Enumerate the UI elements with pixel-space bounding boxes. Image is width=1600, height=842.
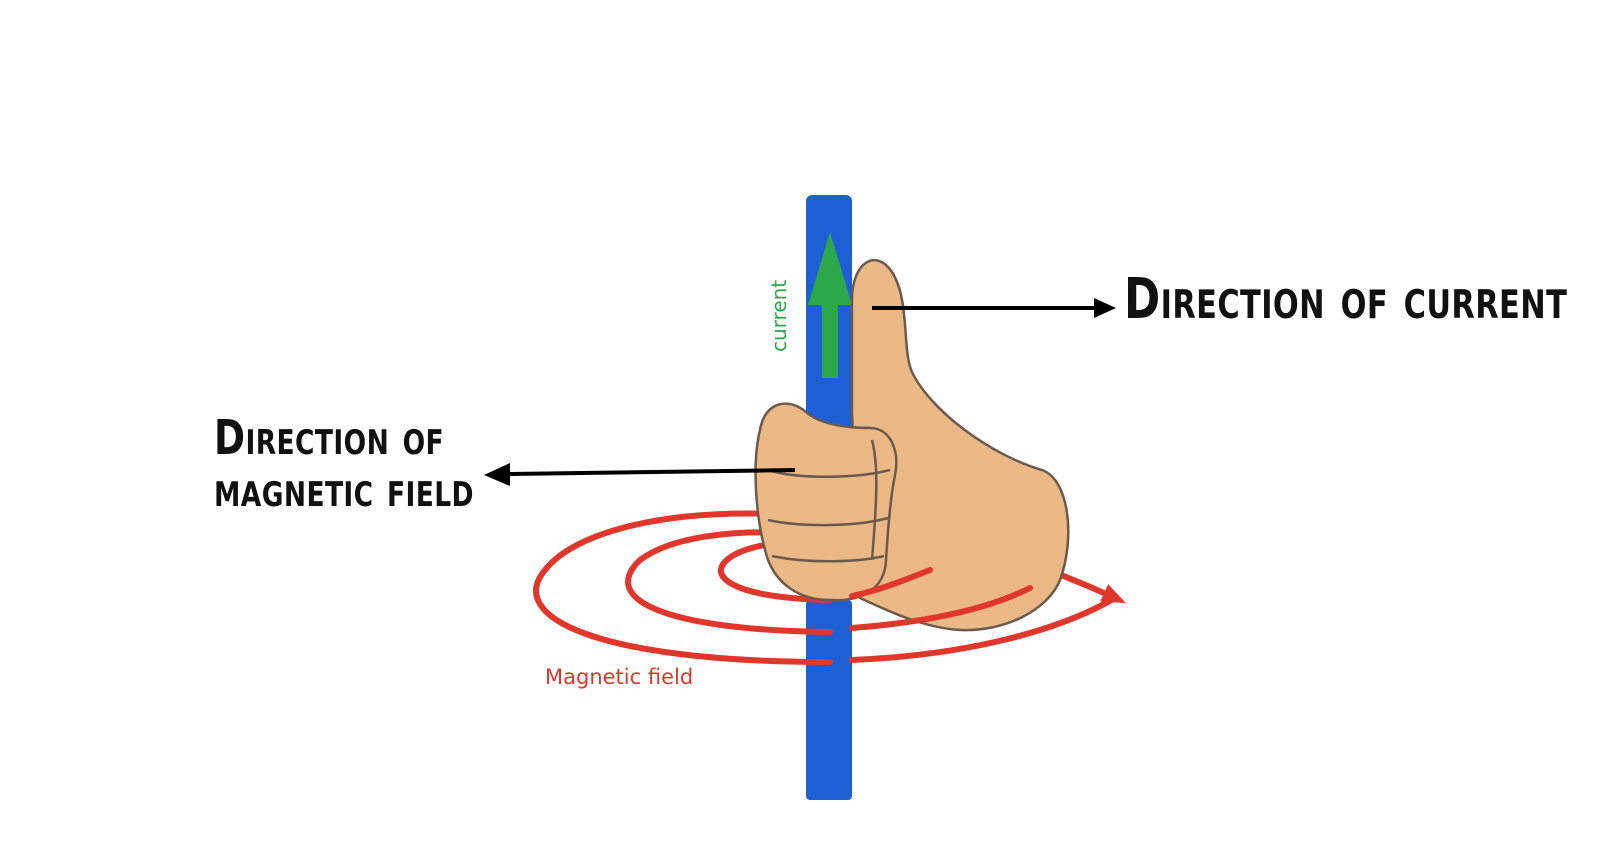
field-loop-inner-front [849, 567, 933, 599]
finger-crease-1 [767, 468, 891, 478]
right-hand-thumbs-up-icon [754, 259, 1070, 632]
magnetic-field-label: Magnetic field [545, 665, 693, 689]
wire-lower [806, 600, 852, 800]
field-caption-line-1: Direction of [214, 410, 445, 466]
finger-crease-3 [771, 554, 885, 563]
direction-of-current-caption: Direction of current [1124, 267, 1568, 332]
right-arrow-icon [872, 298, 1116, 318]
field-caption-line-2: magnetic field [214, 462, 474, 518]
field-loop-middle-front [849, 585, 1033, 631]
direction-of-magnetic-field-caption: Direction of magnetic field [214, 412, 474, 516]
field-loop-outer-front [849, 595, 1118, 663]
left-arrow-icon [484, 463, 796, 486]
hand-thumb-palm [850, 259, 1070, 632]
knuckle-line [870, 439, 878, 561]
finger-crease-2 [767, 516, 889, 527]
wire-current-label: current [767, 280, 791, 352]
up-arrow-icon [808, 232, 852, 378]
